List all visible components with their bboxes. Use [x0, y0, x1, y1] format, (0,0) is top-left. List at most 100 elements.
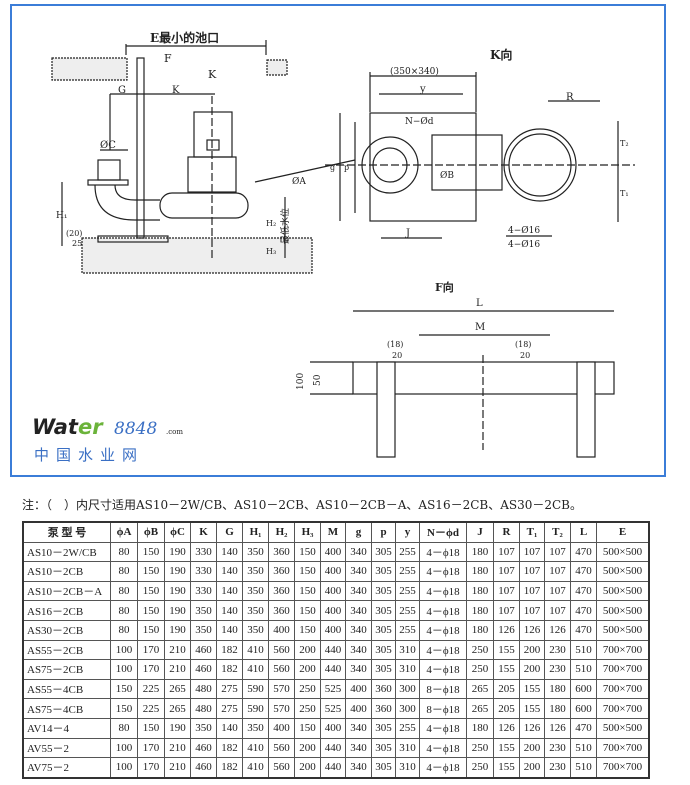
- value-cell: 182: [216, 639, 243, 661]
- value-cell: 100: [110, 737, 138, 759]
- value-cell: 340: [345, 659, 372, 680]
- value-cell: 305: [371, 659, 396, 680]
- value-cell: 80: [110, 561, 138, 582]
- k-view: K向 (350×340) y R N−Ød ØB g p J T₁ T₂ 4−Ø…: [325, 47, 635, 250]
- value-cell: 700×700: [596, 639, 650, 661]
- model-cell: AS10－2CB: [22, 561, 111, 582]
- f-view-title: F向: [435, 280, 454, 294]
- value-cell: 210: [164, 659, 191, 680]
- value-cell: 230: [544, 639, 571, 661]
- value-cell: 100: [110, 639, 138, 661]
- value-cell: 4－ϕ18: [419, 600, 467, 621]
- value-cell: 700×700: [596, 757, 650, 779]
- value-cell: 80: [110, 600, 138, 621]
- value-cell: 470: [570, 619, 597, 641]
- value-cell: 300: [395, 678, 420, 700]
- value-cell: 700×700: [596, 659, 650, 680]
- value-cell: 700×700: [596, 737, 650, 759]
- dim-20-right: 20: [520, 351, 530, 360]
- value-cell: 205: [493, 678, 520, 700]
- value-cell: 170: [137, 757, 165, 779]
- diameter-c-label: ØC: [100, 140, 116, 151]
- value-cell: 180: [466, 717, 494, 739]
- value-cell: 8－ϕ18: [419, 678, 467, 700]
- value-cell: 590: [242, 678, 269, 700]
- value-cell: 360: [268, 580, 295, 602]
- value-cell: 250: [466, 737, 494, 759]
- f-view: F向 L M (18) 20 (18) 20 100 50: [296, 280, 615, 458]
- k-label: K: [172, 85, 180, 96]
- value-cell: 340: [345, 600, 372, 621]
- value-cell: 470: [570, 541, 597, 563]
- dim-20-label: (20): [66, 229, 82, 238]
- value-cell: 126: [544, 619, 571, 641]
- watermark-brand: Water: [32, 415, 104, 439]
- value-cell: 340: [345, 757, 372, 779]
- value-cell: 265: [164, 698, 191, 719]
- value-cell: 525: [320, 698, 346, 719]
- value-cell: 200: [294, 737, 321, 759]
- value-cell: 170: [137, 659, 165, 680]
- g-label: G: [118, 85, 126, 96]
- pit-edge-left: [51, 57, 128, 81]
- value-cell: 250: [294, 678, 321, 700]
- m-label: M: [475, 322, 485, 333]
- value-cell: 470: [570, 600, 597, 621]
- value-cell: 190: [164, 541, 191, 563]
- value-cell: 360: [268, 541, 295, 563]
- column-header: M: [320, 521, 346, 543]
- t2-label: T₂: [620, 139, 629, 148]
- footnote: 注：（ ）内尺寸适用AS10－2W/CB、AS10－2CB、AS10－2CB－A…: [22, 498, 582, 512]
- value-cell: 500×500: [596, 580, 650, 602]
- r-label: R: [566, 92, 574, 103]
- value-cell: 4－ϕ18: [419, 639, 467, 661]
- value-cell: 150: [110, 698, 138, 719]
- value-cell: 150: [137, 561, 165, 582]
- value-cell: 330: [190, 541, 217, 563]
- dim-50-label: 50: [313, 374, 323, 386]
- value-cell: 350: [190, 619, 217, 641]
- value-cell: 500×500: [596, 600, 650, 621]
- model-cell: AS55－4CB: [22, 678, 111, 700]
- value-cell: 410: [242, 639, 269, 661]
- column-header: J: [466, 521, 494, 543]
- model-cell: AS16－2CB: [22, 600, 111, 621]
- value-cell: 350: [242, 541, 269, 563]
- value-cell: 410: [242, 737, 269, 759]
- value-cell: 126: [544, 717, 571, 739]
- value-cell: 230: [544, 737, 571, 759]
- value-cell: 440: [320, 639, 346, 661]
- h2-label: H₂: [266, 219, 276, 228]
- model-cell: AS55－2CB: [22, 639, 111, 661]
- value-cell: 570: [268, 698, 295, 719]
- value-cell: 4－ϕ18: [419, 619, 467, 641]
- value-cell: 265: [466, 698, 494, 719]
- value-cell: 140: [216, 580, 243, 602]
- value-cell: 600: [570, 678, 597, 700]
- f-label: F: [164, 52, 172, 65]
- column-header: g: [345, 521, 372, 543]
- installation-view: E最小的池口 F K G K ØC ØA H₁ (20) 25 H₂ H₃ 最低…: [51, 30, 356, 274]
- value-cell: 470: [570, 580, 597, 602]
- column-header: H₁: [242, 521, 269, 543]
- value-cell: 150: [294, 580, 321, 602]
- column-header: L: [570, 521, 597, 543]
- value-cell: 140: [216, 619, 243, 641]
- value-cell: 155: [493, 737, 520, 759]
- value-cell: 560: [268, 737, 295, 759]
- value-cell: 590: [242, 698, 269, 719]
- value-cell: 410: [242, 757, 269, 779]
- value-cell: 155: [493, 659, 520, 680]
- value-cell: 700×700: [596, 678, 650, 700]
- value-cell: 350: [242, 600, 269, 621]
- value-cell: 230: [544, 757, 571, 779]
- model-cell: AS10－2CB－A: [22, 580, 111, 602]
- dim-20-left: 20: [392, 351, 402, 360]
- value-cell: 107: [519, 580, 545, 602]
- value-cell: 305: [371, 737, 396, 759]
- value-cell: 360: [268, 600, 295, 621]
- value-cell: 305: [371, 561, 396, 582]
